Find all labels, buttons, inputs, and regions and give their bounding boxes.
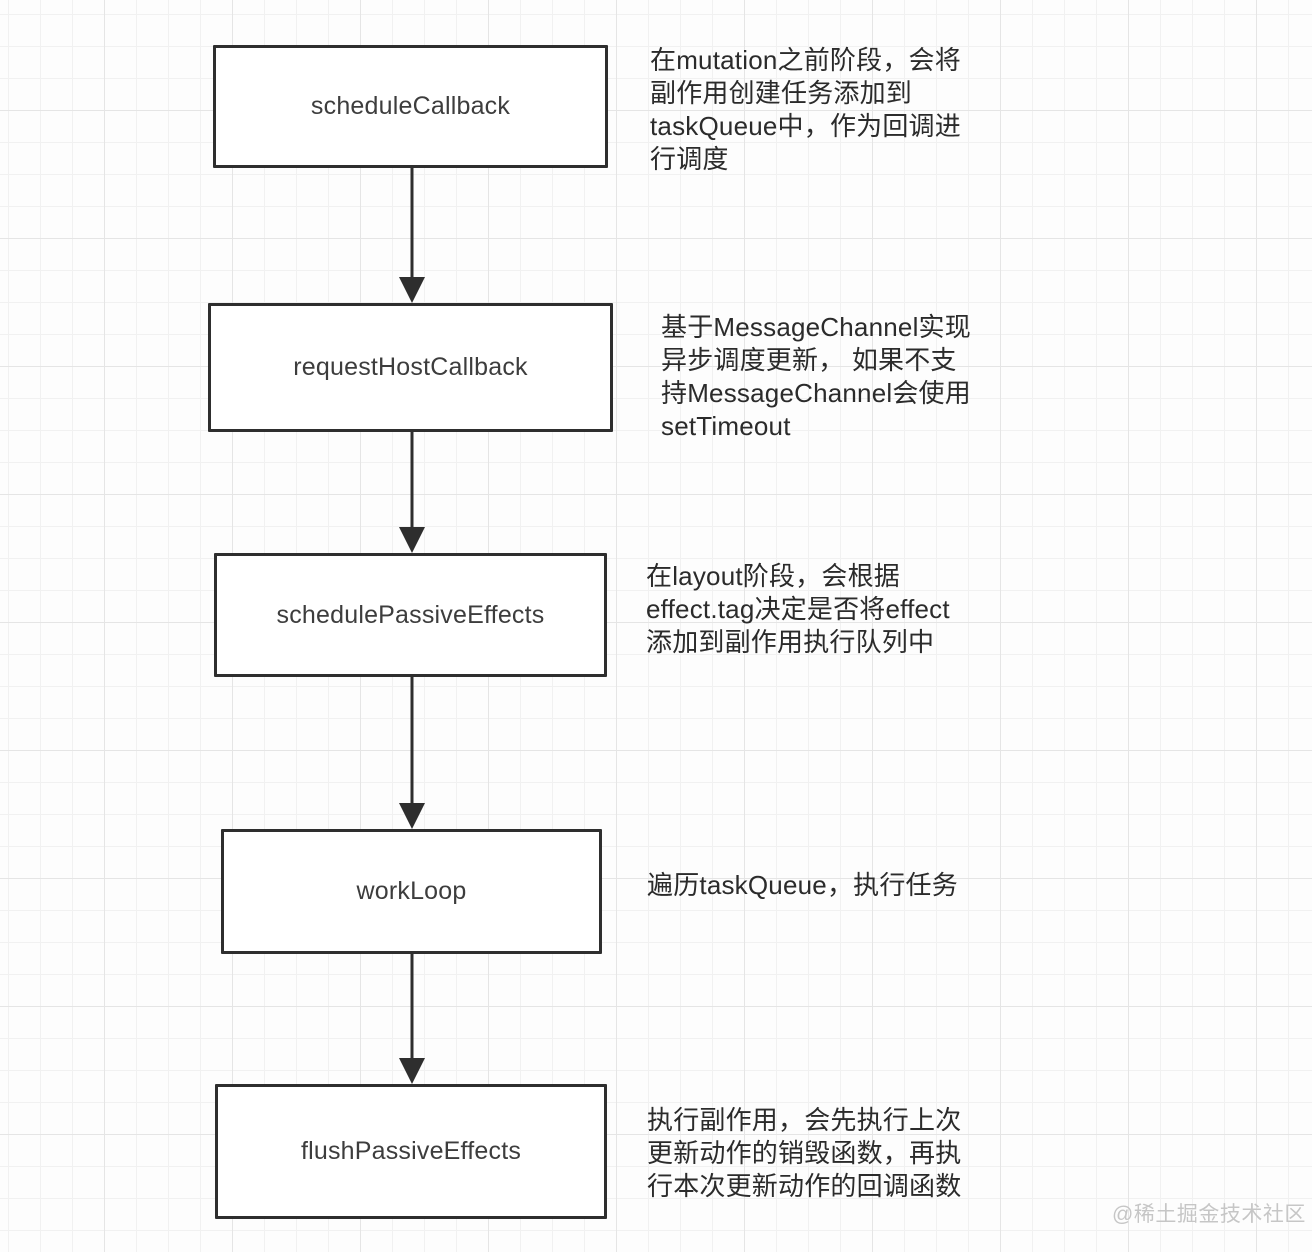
- node-annotation: 遍历taskQueue，执行任务: [647, 870, 958, 900]
- flow-node-workLoop: workLoop: [221, 829, 602, 954]
- arrow-line: [410, 432, 414, 531]
- flow-node-label: scheduleCallback: [310, 92, 511, 120]
- watermark-text: @稀土掘金技术社区: [1112, 1203, 1306, 1226]
- arrow-head-icon: [399, 527, 425, 553]
- arrow-line: [410, 168, 414, 281]
- node-annotation: 执行副作用，会先执行上次 更新动作的销毁函数，再执 行本次更新动作的回调函数: [647, 1105, 962, 1201]
- node-annotation: 在layout阶段，会根据 effect.tag决定是否将effect 添加到副…: [646, 561, 950, 657]
- arrow-down-connector: [399, 954, 425, 1084]
- arrow-down-connector: [399, 168, 425, 303]
- arrow-head-icon: [399, 803, 425, 829]
- flow-node-label: requestHostCallback: [293, 353, 528, 381]
- arrow-head-icon: [399, 1058, 425, 1084]
- arrow-line: [410, 677, 414, 807]
- arrow-line: [410, 954, 414, 1062]
- flow-node-label: schedulePassiveEffects: [276, 600, 545, 629]
- node-annotation: 基于MessageChannel实现 异步调度更新， 如果不支 持Message…: [661, 312, 971, 441]
- node-annotation: 在mutation之前阶段，会将 副作用创建任务添加到 taskQueue中，作…: [650, 45, 961, 174]
- flow-node-flushPassiveEffects: flushPassiveEffects: [215, 1084, 607, 1219]
- arrow-down-connector: [399, 677, 425, 829]
- flow-node-label: workLoop: [356, 877, 467, 905]
- arrow-down-connector: [399, 432, 425, 553]
- flow-node-label: flushPassiveEffects: [300, 1137, 522, 1165]
- flow-node-scheduleCallback: scheduleCallback: [213, 45, 608, 168]
- arrow-head-icon: [399, 277, 425, 303]
- flow-node-schedulePassiveEffects: schedulePassiveEffects: [214, 553, 607, 677]
- flow-node-requestHostCallback: requestHostCallback: [208, 303, 613, 432]
